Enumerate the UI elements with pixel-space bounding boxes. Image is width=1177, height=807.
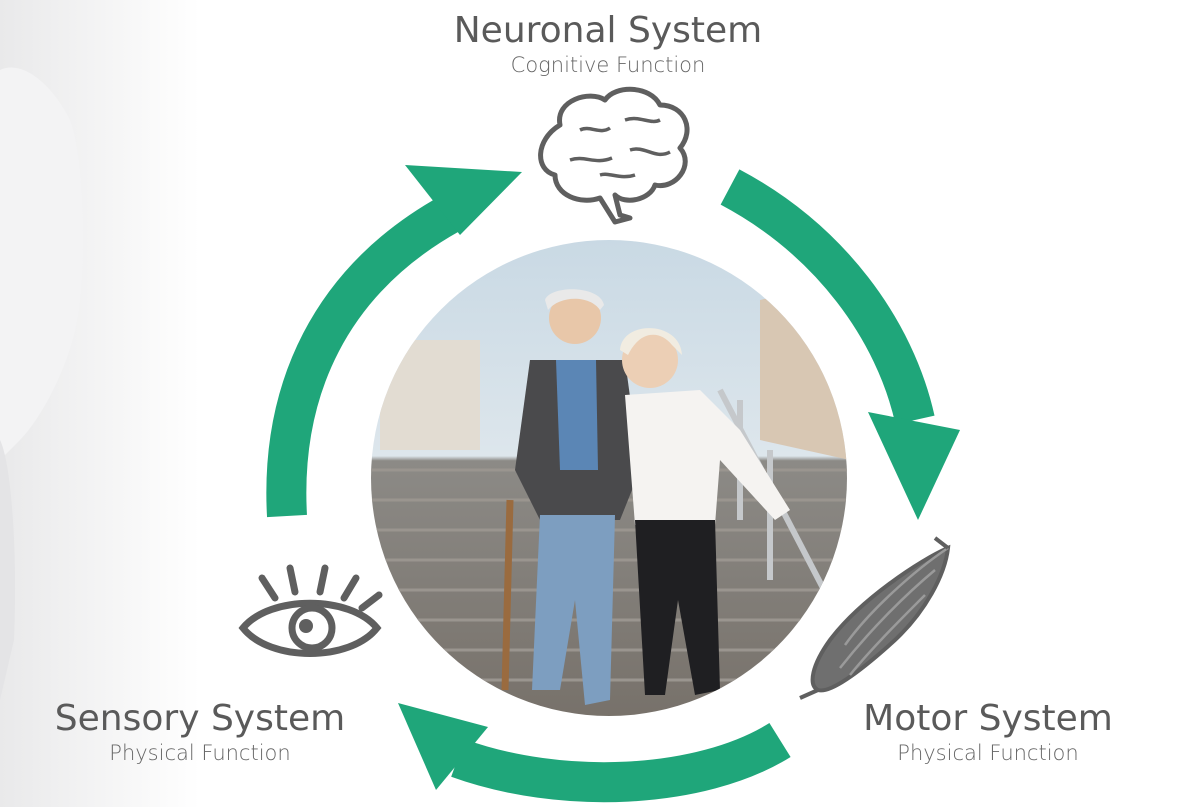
cycle-arrows (266, 169, 935, 803)
node-title-neuronal: Neuronal System (453, 10, 763, 51)
arrow-heads (398, 165, 960, 790)
node-sensory-system: Sensory System Physical Function (20, 698, 380, 766)
brain-icon (538, 86, 690, 225)
node-motor-system: Motor System Physical Function (828, 698, 1148, 766)
arrow-neuronal-to-motor (720, 169, 935, 425)
background-person-image (0, 0, 200, 807)
node-neuronal-system: Neuronal System Cognitive Function (388, 10, 828, 78)
arrow-sensory-to-neuronal (266, 195, 461, 518)
eye-icon (238, 564, 383, 657)
arrowhead-top-left (405, 165, 522, 235)
node-title-sensory: Sensory System (54, 698, 346, 739)
node-title-motor: Motor System (863, 698, 1113, 739)
node-subtitle-sensory: Physical Function (109, 741, 291, 765)
center-photo (371, 240, 847, 716)
node-subtitle-neuronal: Cognitive Function (510, 53, 706, 77)
arrowhead-bottom-left (398, 703, 488, 790)
arrow-motor-to-sensory (451, 722, 791, 803)
muscle-icon (799, 536, 951, 700)
node-subtitle-motor: Physical Function (897, 741, 1079, 765)
arrowhead-right (868, 412, 960, 520)
